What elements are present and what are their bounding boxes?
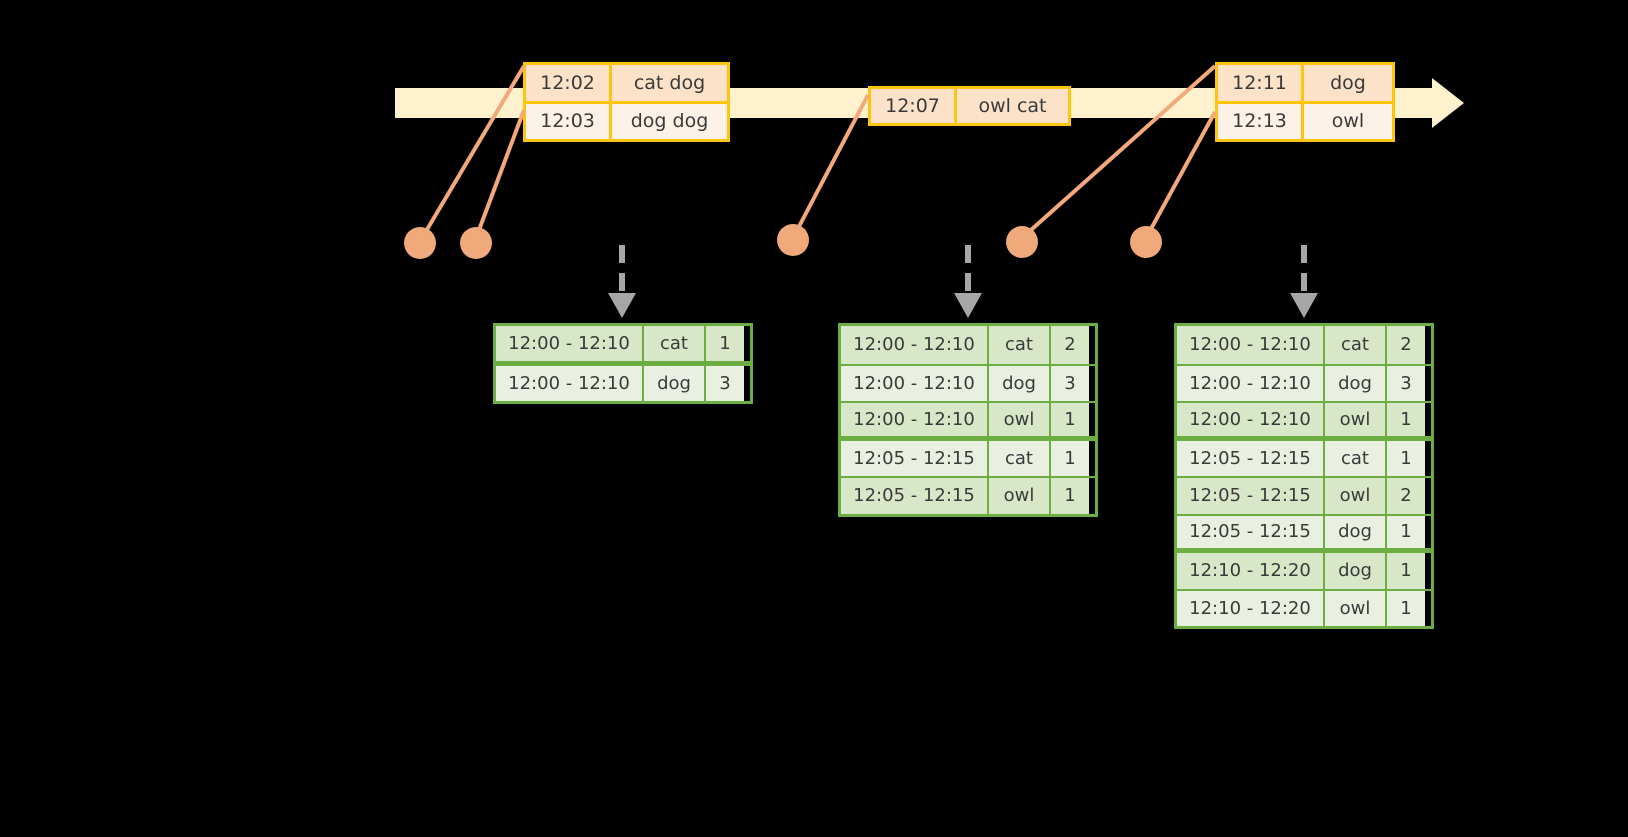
count-cell: 2 xyxy=(1387,326,1425,364)
word-cell: owl xyxy=(1325,403,1387,436)
event-words: dog dog xyxy=(612,103,727,139)
event-words: cat dog xyxy=(612,65,727,101)
word-cell: dog xyxy=(989,365,1051,401)
event-time: 12:13 xyxy=(1218,103,1304,139)
table-row: 12:05 - 12:15 dog 1 xyxy=(1177,513,1431,551)
word-cell: cat xyxy=(989,326,1051,364)
result-table-1[interactable]: 12:00 - 12:10 cat 1 12:00 - 12:10 dog 3 xyxy=(493,323,753,404)
event-time: 12:11 xyxy=(1218,65,1304,101)
table-row: 12:10 - 12:20 owl 1 xyxy=(1177,588,1431,626)
word-cell: dog xyxy=(1325,515,1387,548)
count-cell: 1 xyxy=(1387,515,1425,548)
event-box-3[interactable]: 12:11 dog 12:13 owl xyxy=(1215,62,1395,142)
window-cell: 12:10 - 12:20 xyxy=(1177,590,1325,626)
table-row: 12:00 - 12:10 owl 1 xyxy=(841,401,1095,439)
count-cell: 1 xyxy=(1051,403,1089,436)
word-cell: dog xyxy=(1325,365,1387,401)
event-words: owl cat xyxy=(957,89,1068,123)
count-cell: 1 xyxy=(1051,440,1089,476)
timeline-dot-3 xyxy=(777,224,809,256)
event-words: owl xyxy=(1304,103,1392,139)
count-cell: 1 xyxy=(1387,403,1425,436)
table-row: 12:00 - 12:10 cat 2 xyxy=(1177,326,1431,364)
table-row: 12:00 - 12:10 cat 1 xyxy=(496,326,750,364)
word-cell: dog xyxy=(644,365,706,401)
table-row: 12:00 - 12:10 owl 1 xyxy=(1177,401,1431,439)
event-time: 12:07 xyxy=(871,89,957,123)
event-row: 12:07 owl cat xyxy=(871,89,1068,123)
timeline-dot-4 xyxy=(1006,226,1038,258)
window-cell: 12:00 - 12:10 xyxy=(841,326,989,364)
window-cell: 12:10 - 12:20 xyxy=(1177,553,1325,589)
count-cell: 1 xyxy=(1387,590,1425,626)
timeline-dot-1 xyxy=(404,227,436,259)
word-cell: cat xyxy=(1325,440,1387,476)
event-words: dog xyxy=(1304,65,1392,101)
table-row: 12:05 - 12:15 owl 2 xyxy=(1177,476,1431,514)
event-row: 12:02 cat dog xyxy=(526,65,727,101)
window-cell: 12:00 - 12:10 xyxy=(1177,365,1325,401)
count-cell: 1 xyxy=(1387,553,1425,589)
count-cell: 3 xyxy=(706,365,744,401)
table-row: 12:05 - 12:15 cat 1 xyxy=(841,438,1095,476)
result-table-2[interactable]: 12:00 - 12:10 cat 2 12:00 - 12:10 dog 3 … xyxy=(838,323,1098,517)
timeline-dot-5 xyxy=(1130,226,1162,258)
timeline-arrowhead xyxy=(1432,78,1464,128)
word-cell: owl xyxy=(989,403,1051,436)
event-row: 12:11 dog xyxy=(1218,65,1392,101)
word-cell: dog xyxy=(1325,553,1387,589)
count-cell: 2 xyxy=(1387,478,1425,514)
count-cell: 3 xyxy=(1387,365,1425,401)
event-row: 12:13 owl xyxy=(1218,100,1392,139)
word-cell: cat xyxy=(644,326,706,361)
window-cell: 12:00 - 12:10 xyxy=(841,365,989,401)
window-cell: 12:05 - 12:15 xyxy=(1177,440,1325,476)
window-cell: 12:00 - 12:10 xyxy=(1177,326,1325,364)
event-time: 12:03 xyxy=(526,103,612,139)
table-row: 12:10 - 12:20 dog 1 xyxy=(1177,551,1431,589)
event-row: 12:03 dog dog xyxy=(526,100,727,139)
word-cell: owl xyxy=(1325,590,1387,626)
count-cell: 3 xyxy=(1051,365,1089,401)
event-box-1[interactable]: 12:02 cat dog 12:03 dog dog xyxy=(523,62,730,142)
window-cell: 12:00 - 12:10 xyxy=(496,365,644,401)
table-row: 12:00 - 12:10 dog 3 xyxy=(496,363,750,401)
dashed-arrow-2 xyxy=(954,245,982,318)
word-cell: cat xyxy=(989,440,1051,476)
count-cell: 1 xyxy=(1387,440,1425,476)
word-cell: cat xyxy=(1325,326,1387,364)
event-time: 12:02 xyxy=(526,65,612,101)
window-cell: 12:05 - 12:15 xyxy=(841,478,989,514)
table-row: 12:00 - 12:10 dog 3 xyxy=(841,363,1095,401)
word-cell: owl xyxy=(1325,478,1387,514)
window-cell: 12:05 - 12:15 xyxy=(1177,478,1325,514)
word-cell: owl xyxy=(989,478,1051,514)
count-cell: 1 xyxy=(706,326,744,361)
table-row: 12:05 - 12:15 cat 1 xyxy=(1177,438,1431,476)
leader-line-5 xyxy=(1144,111,1217,239)
dashed-arrow-1 xyxy=(608,245,636,318)
leader-line-2 xyxy=(474,109,526,239)
timeline-dot-2 xyxy=(460,227,492,259)
window-cell: 12:00 - 12:10 xyxy=(1177,403,1325,436)
window-cell: 12:05 - 12:15 xyxy=(1177,515,1325,548)
table-row: 12:00 - 12:10 dog 3 xyxy=(1177,363,1431,401)
table-row: 12:00 - 12:10 cat 2 xyxy=(841,326,1095,364)
count-cell: 2 xyxy=(1051,326,1089,364)
table-row: 12:05 - 12:15 owl 1 xyxy=(841,476,1095,514)
window-cell: 12:00 - 12:10 xyxy=(841,403,989,436)
count-cell: 1 xyxy=(1051,478,1089,514)
dashed-arrow-3 xyxy=(1290,245,1318,318)
window-cell: 12:00 - 12:10 xyxy=(496,326,644,361)
result-table-3[interactable]: 12:00 - 12:10 cat 2 12:00 - 12:10 dog 3 … xyxy=(1174,323,1434,629)
event-box-2[interactable]: 12:07 owl cat xyxy=(868,86,1071,126)
window-cell: 12:05 - 12:15 xyxy=(841,440,989,476)
